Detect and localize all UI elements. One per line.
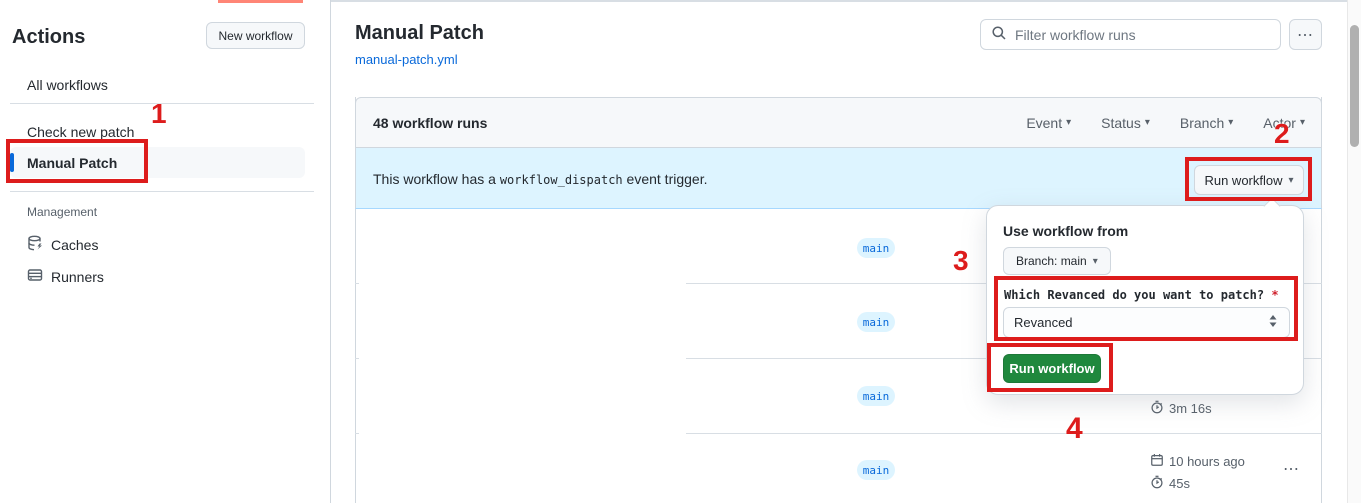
sidebar-item-manual-patch-label[interactable]: Manual Patch (27, 155, 118, 171)
sidebar-title: Actions (12, 26, 86, 48)
run-workflow-submit-button[interactable]: Run workflow (1003, 354, 1101, 383)
branch-filter-dropdown[interactable]: Branch▾ (1179, 114, 1234, 131)
branch-select-button[interactable]: Branch: main▾ (1003, 247, 1111, 275)
branch-badge[interactable]: main (857, 238, 895, 258)
sidebar-main-divider (330, 0, 331, 503)
run-row-kebab-button[interactable]: ⋯ (1283, 461, 1300, 478)
code-workflow-dispatch: workflow_dispatch (499, 173, 623, 187)
stopwatch-icon (1150, 400, 1164, 417)
scrollbar-track[interactable] (1347, 0, 1361, 503)
caret-down-icon: ▾ (1092, 255, 1098, 267)
filter-runs-searchbox[interactable] (980, 19, 1281, 50)
sidebar-item-all-workflows[interactable]: All workflows (27, 77, 108, 93)
sidebar-item-caches[interactable]: Caches (27, 235, 98, 254)
caret-down-icon: ▾ (1228, 117, 1234, 128)
calendar-icon (1150, 453, 1164, 470)
row-separator (355, 433, 359, 434)
annotation-top-bar-fragment (218, 0, 303, 3)
branch-badge[interactable]: main (857, 386, 895, 406)
workflow-file-link[interactable]: manual-patch.yml (355, 52, 458, 67)
branch-badge[interactable]: main (857, 460, 895, 480)
required-marker: * (1271, 288, 1279, 302)
search-input[interactable] (1015, 26, 1270, 43)
sidebar-item-caches-label[interactable]: Caches (51, 236, 99, 253)
sidebar-item-runners[interactable]: Runners (27, 267, 104, 286)
page-top-border (0, 0, 1361, 2)
scrollbar-thumb[interactable] (1350, 25, 1359, 147)
runs-count-label: 48 workflow runs (373, 114, 488, 131)
page-title: Manual Patch (355, 22, 484, 44)
runs-list-header: 48 workflow runs Event▾ Status▾ Branch▾ … (355, 97, 1322, 148)
row-separator (355, 358, 359, 359)
stopwatch-icon (1150, 475, 1164, 492)
runs-filters: Event▾ Status▾ Branch▾ Actor▾ (1026, 115, 1305, 131)
caret-down-icon: ▾ (1066, 117, 1072, 128)
workflow-runs-list (355, 97, 1322, 503)
run-duration: 45s (1150, 475, 1190, 492)
sidebar-divider (10, 103, 314, 104)
run-workflow-dropdown-button[interactable]: Run workflow▾ (1194, 165, 1304, 195)
workflow-dispatch-banner: This workflow has a workflow_dispatch ev… (355, 148, 1322, 209)
sidebar-item-runners-label[interactable]: Runners (51, 268, 104, 285)
new-workflow-button[interactable]: New workflow (206, 22, 305, 49)
sidebar-divider (10, 191, 314, 192)
updown-arrows-icon (1267, 314, 1279, 331)
run-workflow-panel: Use workflow from Branch: main▾ Which Re… (986, 205, 1304, 395)
actions-sidebar: Actions New workflow All workflows Check… (0, 0, 330, 503)
run-duration: 3m 16s (1150, 400, 1212, 417)
sidebar-item-check-new-patch[interactable]: Check new patch (27, 124, 135, 140)
search-icon (991, 25, 1007, 44)
use-workflow-from-heading: Use workflow from (1003, 223, 1129, 239)
revanced-input-label: Which Revanced do you want to patch? * (1004, 288, 1279, 302)
row-separator (686, 433, 1322, 434)
caret-down-icon: ▾ (1288, 174, 1294, 186)
event-filter-dropdown[interactable]: Event▾ (1026, 114, 1072, 131)
selected-indicator-bar (10, 153, 14, 172)
sidebar-item-manual-patch[interactable] (10, 147, 305, 178)
caches-icon (27, 235, 43, 254)
management-heading: Management (27, 205, 98, 219)
runners-icon (27, 267, 43, 286)
header-kebab-button[interactable]: ⋯ (1289, 19, 1322, 50)
actor-filter-dropdown[interactable]: Actor▾ (1263, 114, 1305, 131)
revanced-select[interactable]: Revanced (1003, 307, 1290, 338)
run-time: 10 hours ago (1150, 453, 1245, 470)
caret-down-icon: ▾ (1299, 117, 1305, 128)
branch-badge[interactable]: main (857, 312, 895, 332)
status-filter-dropdown[interactable]: Status▾ (1101, 114, 1150, 131)
row-separator (355, 283, 359, 284)
caret-down-icon: ▾ (1144, 117, 1150, 128)
banner-text: This workflow has a workflow_dispatch ev… (373, 171, 708, 187)
